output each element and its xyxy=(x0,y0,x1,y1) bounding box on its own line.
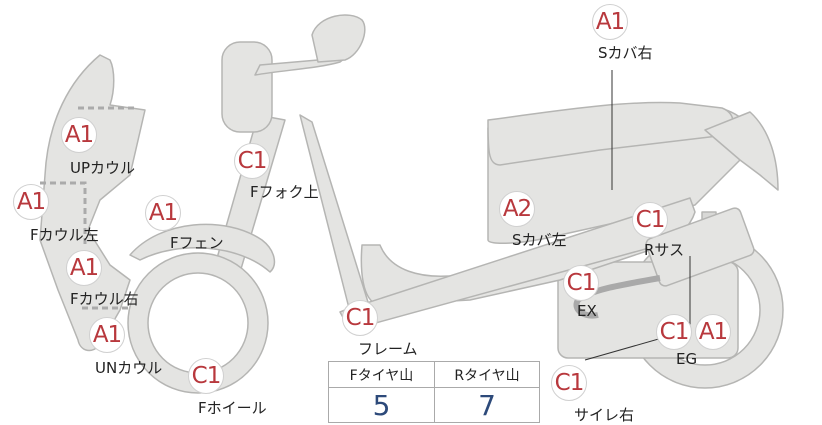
label-r-suspension: Rサス xyxy=(644,241,685,259)
label-f-cowl-left: Fカウル左 xyxy=(30,226,99,244)
grade-badge-un-cowl: A1 xyxy=(89,317,125,353)
front-tire-header: Fタイヤ山 xyxy=(329,362,435,388)
grade-badge-engine-2: A1 xyxy=(695,314,731,350)
label-silencer: サイレ右 xyxy=(574,406,635,424)
label-f-wheel: Fホイール xyxy=(198,399,267,417)
grade-badge-engine-1: C1 xyxy=(656,314,692,350)
fork-tube xyxy=(299,114,373,321)
grade-badge-f-cowl-right: A1 xyxy=(66,250,102,286)
label-up-cowl: UPカウル xyxy=(70,159,136,177)
grade-badge-frame: C1 xyxy=(342,300,378,336)
label-f-fork-upper: Fフォク上 xyxy=(250,183,319,201)
label-exhaust: EX xyxy=(577,302,597,320)
grade-badge-exhaust: C1 xyxy=(563,265,599,301)
grade-badge-r-suspension: C1 xyxy=(632,202,668,238)
label-f-cowl-right: Fカウル右 xyxy=(70,290,139,308)
engine-case xyxy=(557,261,739,359)
front-fender xyxy=(129,223,276,273)
label-f-fender: Fフェン xyxy=(170,234,224,252)
label-s-cover-left: Sカバ左 xyxy=(512,231,567,249)
grade-badge-s-cover-left: A2 xyxy=(499,191,535,227)
label-frame: フレーム xyxy=(358,340,418,358)
grade-badge-s-cover-right: A1 xyxy=(592,4,628,40)
grade-badge-f-fork-upper: C1 xyxy=(234,143,270,179)
grade-badge-f-wheel: C1 xyxy=(188,358,224,394)
label-engine: EG xyxy=(676,350,698,368)
rear-tire-value: 7 xyxy=(478,388,496,422)
front-wheel-hub xyxy=(147,272,249,374)
panel-line-mid xyxy=(40,181,87,245)
headlight xyxy=(221,41,273,133)
rear-shock-body xyxy=(645,207,755,287)
mirror xyxy=(311,14,366,63)
tire-tread-table: Fタイヤ山 Rタイヤ山 5 7 xyxy=(328,361,540,423)
rear-tire-header: Rタイヤ山 xyxy=(435,362,539,388)
label-s-cover-right: Sカバ右 xyxy=(598,44,653,62)
grade-badge-up-cowl: A1 xyxy=(61,117,97,153)
seat xyxy=(487,101,734,166)
label-un-cowl: UNカウル xyxy=(95,359,163,377)
grade-badge-f-cowl-left: A1 xyxy=(13,184,49,220)
grade-badge-f-fender: A1 xyxy=(145,195,181,231)
front-tire-value: 5 xyxy=(329,388,435,422)
grade-badge-silencer: C1 xyxy=(551,365,587,401)
rear-tail xyxy=(704,111,779,191)
